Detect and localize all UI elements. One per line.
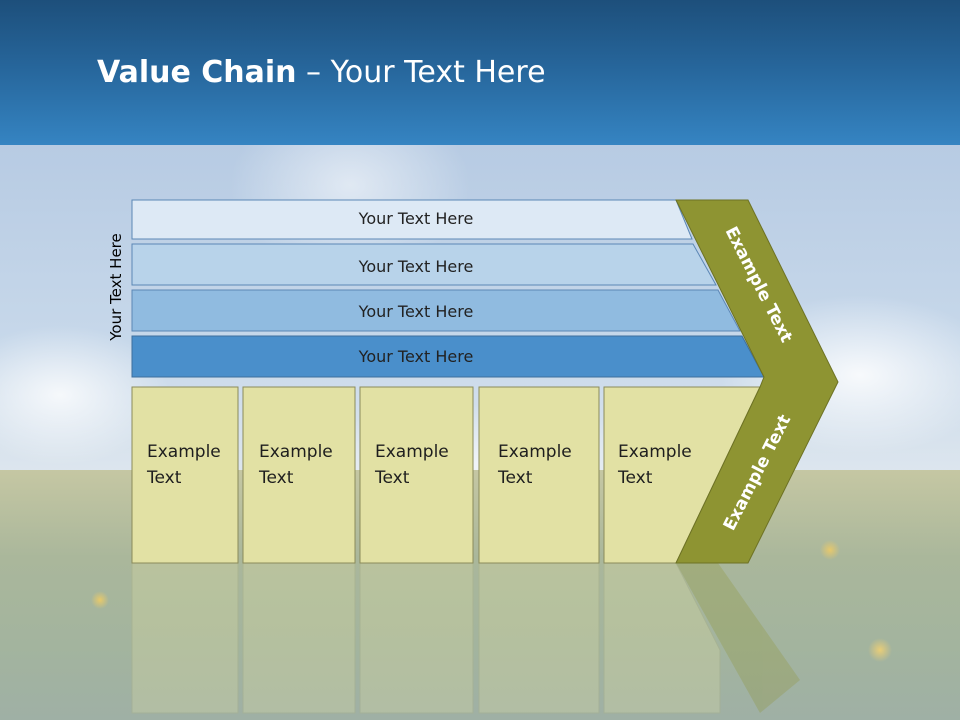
box-3-line2: Text [375,468,410,488]
reflection [131,562,800,714]
title-bold: Value Chain [97,55,297,90]
box-4-line1: Example [498,442,572,462]
box-3-line1: Example [375,442,449,462]
box-1-text: Example Text [147,439,221,491]
box-4-text: Example Text [498,439,572,491]
box-4 [478,386,600,564]
header-band: Value Chain – Your Text Here [0,0,960,145]
bar-1 [131,199,693,240]
box-2-line1: Example [259,442,333,462]
bar-1-label: Your Text Here [358,209,474,228]
bar-4-label: Your Text Here [358,347,474,366]
box-2 [242,386,356,564]
box-3 [359,386,474,564]
bar-2-label: Your Text Here [358,257,474,276]
box-1-line2: Text [147,468,182,488]
box-2-line2: Text [259,468,294,488]
box-5-line2: Text [618,468,653,488]
bar-3 [131,289,741,332]
box-3-text: Example Text [375,439,449,491]
box-4-line2: Text [498,468,533,488]
box-1-line1: Example [147,442,221,462]
title-rest: – Your Text Here [296,55,546,90]
page-title: Value Chain – Your Text Here [97,53,546,93]
box-2-text: Example Text [259,439,333,491]
box-5-line1: Example [618,442,692,462]
chevron-arrow [675,199,839,564]
box-1 [131,386,239,564]
bar-3-label: Your Text Here [358,302,474,321]
bar-2 [131,243,717,286]
box-5-text: Example Text [618,439,692,491]
